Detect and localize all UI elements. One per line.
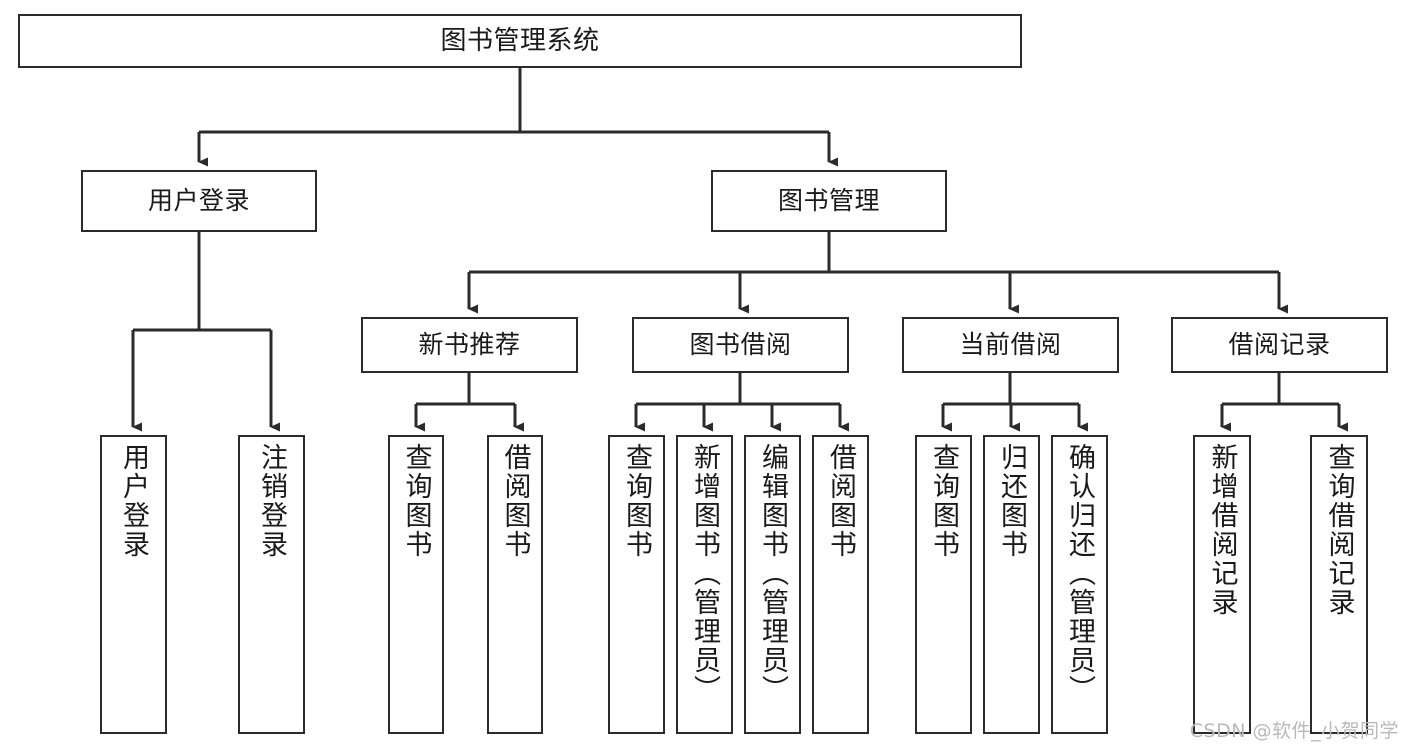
node-leaf-borrow-book[interactable]: 借阅图书: [812, 435, 869, 734]
node-book-borrow[interactable]: 图书借阅: [632, 317, 849, 373]
node-leaf-add-borrow-record-label: 新增借阅记录: [1206, 443, 1238, 617]
node-leaf-add-book-admin[interactable]: 新增图书（管理员）: [676, 435, 733, 734]
node-new-book-recommend[interactable]: 新书推荐: [361, 317, 578, 373]
node-leaf-edit-book-admin-label: 编辑图书（管理员）: [757, 443, 788, 704]
node-book-management[interactable]: 图书管理: [711, 170, 947, 232]
node-current-borrow-label: 当前借阅: [959, 330, 1062, 360]
node-leaf-user-login[interactable]: 用户登录: [100, 435, 167, 734]
node-current-borrow[interactable]: 当前借阅: [902, 317, 1119, 373]
node-leaf-query-book-current-label: 查询图书: [928, 443, 959, 559]
node-leaf-borrow-book-label: 借阅图书: [825, 443, 856, 559]
node-borrow-record[interactable]: 借阅记录: [1171, 317, 1388, 373]
node-leaf-edit-book-admin[interactable]: 编辑图书（管理员）: [744, 435, 801, 734]
node-leaf-confirm-return-admin[interactable]: 确认归还（管理员）: [1051, 435, 1108, 734]
node-leaf-confirm-return-admin-label: 确认归还（管理员）: [1064, 443, 1095, 704]
node-leaf-logout-label: 注销登录: [256, 443, 287, 559]
csdn-watermark: CSDN @软件_小贺同学: [1189, 720, 1399, 742]
node-new-book-recommend-label: 新书推荐: [418, 330, 521, 360]
node-leaf-borrow-book-new[interactable]: 借阅图书: [487, 435, 543, 734]
node-root-system[interactable]: 图书管理系统: [18, 14, 1022, 68]
node-leaf-add-book-admin-label: 新增图书（管理员）: [689, 443, 720, 704]
node-leaf-query-book-new-label: 查询图书: [400, 443, 432, 559]
node-leaf-query-borrow-record[interactable]: 查询借阅记录: [1310, 435, 1368, 734]
node-leaf-query-book-borrow-label: 查询图书: [621, 443, 652, 559]
node-leaf-query-book-borrow[interactable]: 查询图书: [608, 435, 665, 734]
node-root-system-label: 图书管理系统: [440, 25, 600, 56]
node-leaf-add-borrow-record[interactable]: 新增借阅记录: [1193, 435, 1251, 734]
node-leaf-borrow-book-new-label: 借阅图书: [499, 443, 531, 559]
node-user-login[interactable]: 用户登录: [81, 170, 317, 232]
node-leaf-return-book-label: 归还图书: [996, 443, 1027, 559]
node-leaf-return-book[interactable]: 归还图书: [983, 435, 1040, 734]
node-book-borrow-label: 图书借阅: [689, 330, 792, 360]
node-leaf-query-borrow-record-label: 查询借阅记录: [1323, 443, 1355, 617]
node-leaf-query-book-current[interactable]: 查询图书: [915, 435, 972, 734]
node-book-management-label: 图书管理: [777, 186, 880, 216]
node-user-login-label: 用户登录: [147, 186, 250, 216]
node-leaf-user-login-label: 用户登录: [118, 443, 149, 559]
node-leaf-query-book-new[interactable]: 查询图书: [388, 435, 444, 734]
node-leaf-logout[interactable]: 注销登录: [238, 435, 305, 734]
node-borrow-record-label: 借阅记录: [1228, 330, 1331, 360]
